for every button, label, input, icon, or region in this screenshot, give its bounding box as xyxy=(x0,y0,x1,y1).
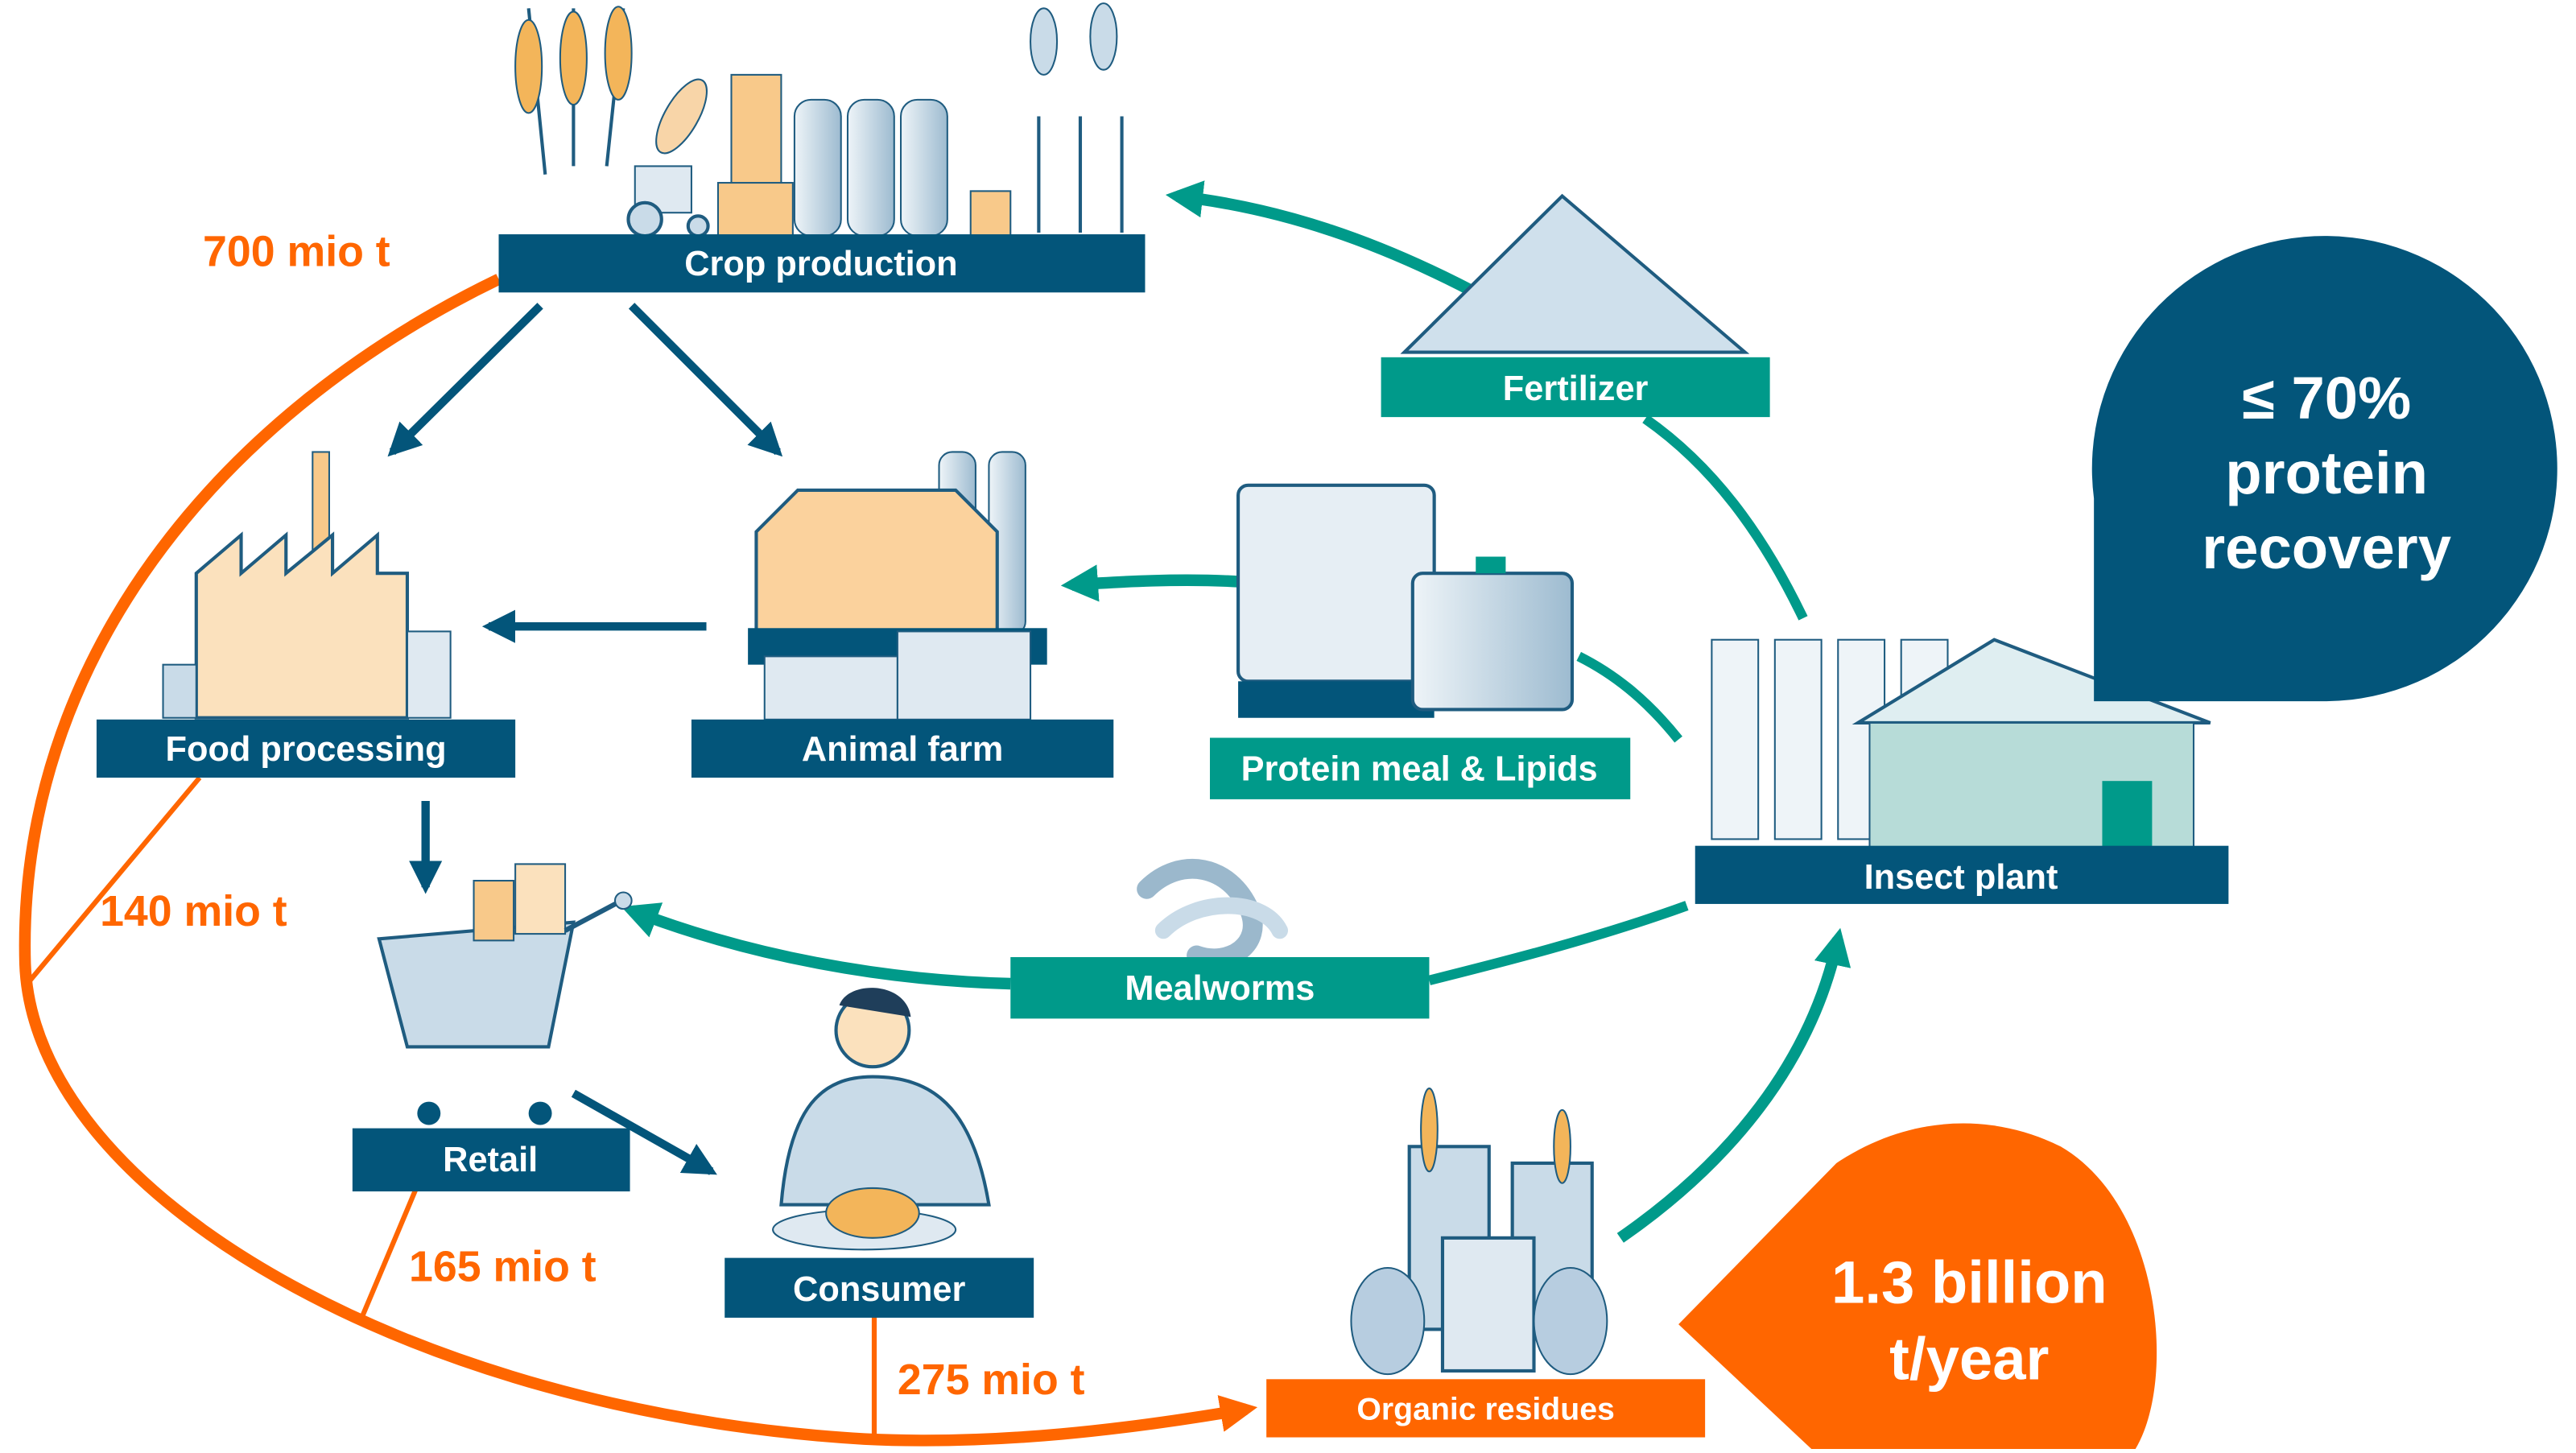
node-animal-farm[interactable]: Animal farm xyxy=(691,719,1114,778)
waste-loop-arc xyxy=(19,274,1258,1447)
protein-meal-label: Protein meal & Lipids xyxy=(1241,750,1598,789)
consumer-label: Consumer xyxy=(793,1270,965,1309)
wheat-icon xyxy=(514,6,633,175)
factory-illustration xyxy=(162,451,452,720)
arrow-mealworms-to-retail xyxy=(621,902,1011,990)
protein-recovery-line3: recovery xyxy=(2202,514,2451,581)
protein-recovery-callout: ≤ 70% protein recovery xyxy=(2091,236,2557,702)
total-waste-line1: 1.3 billion xyxy=(1831,1249,2107,1315)
arrow-retail-to-consumer xyxy=(571,1089,717,1175)
arrow-insect-plant-to-fertilizer xyxy=(1642,415,1808,621)
food-chain-arrows xyxy=(387,303,783,1175)
crop-production-label: Crop production xyxy=(684,245,957,283)
silo-icon xyxy=(716,73,1012,237)
retail-label: Retail xyxy=(443,1141,538,1179)
crop-field-silo-illustration xyxy=(514,2,1124,238)
node-fertilizer[interactable]: Fertilizer xyxy=(1381,357,1770,418)
shopping-cart-illustration xyxy=(377,863,633,1125)
node-crop-production[interactable]: Crop production xyxy=(498,234,1146,293)
organic-residues-label: Organic residues xyxy=(1356,1391,1614,1426)
trash-bins-illustration xyxy=(1350,1088,1608,1376)
man-eating-illustration xyxy=(772,988,991,1251)
waste-flow-lines xyxy=(19,274,1258,1447)
animal-farm-label: Animal farm xyxy=(802,730,1003,769)
arrow-crop-to-food-processing xyxy=(387,303,543,457)
arrow-protein-to-animal-farm xyxy=(1060,564,1239,602)
protein-recovery-line2: protein xyxy=(2225,440,2428,506)
sacks-and-tank-illustration xyxy=(1236,483,1575,718)
arrow-insect-plant-to-protein xyxy=(1576,651,1682,743)
node-food-processing[interactable]: Food processing xyxy=(96,719,516,778)
total-waste-line2: t/year xyxy=(1889,1325,2049,1392)
node-mealworms[interactable]: Mealworms xyxy=(1010,956,1430,1019)
node-protein-meal[interactable]: Protein meal & Lipids xyxy=(1209,737,1631,799)
recovery-arrows xyxy=(621,180,1852,1243)
waste-label-food-processing: 140 mio t xyxy=(100,887,287,935)
arrow-residues-to-insect-plant xyxy=(1616,927,1852,1243)
waste-branch-retail xyxy=(360,1188,419,1318)
insect-plant-label: Insect plant xyxy=(1864,858,2058,897)
tractor-icon xyxy=(626,165,710,238)
waste-label-retail: 165 mio t xyxy=(409,1243,597,1291)
node-organic-residues[interactable]: Organic residues xyxy=(1266,1379,1706,1438)
fertilizer-label: Fertilizer xyxy=(1503,369,1649,408)
total-waste-callout: 1.3 billion t/year xyxy=(1678,1123,2157,1449)
food-processing-label: Food processing xyxy=(166,730,447,769)
barn-chicken-fish-illustration xyxy=(748,451,1047,720)
mealworms-label: Mealworms xyxy=(1125,969,1315,1008)
node-insect-plant[interactable]: Insect plant xyxy=(1695,845,2229,904)
arrow-fertilizer-to-crop xyxy=(1165,180,1491,304)
fertilizer-pile-illustration xyxy=(1400,193,1750,354)
protein-recovery-line1: ≤ 70% xyxy=(2242,365,2411,431)
waste-label-crop: 700 mio t xyxy=(203,227,390,275)
corn-icon xyxy=(1030,2,1124,233)
node-consumer[interactable]: Consumer xyxy=(724,1257,1034,1318)
node-retail[interactable]: Retail xyxy=(352,1128,630,1192)
arrow-insect-plant-to-mealworms xyxy=(1427,901,1689,985)
waste-branch-food-processing xyxy=(28,776,202,982)
arrow-crop-to-animal-farm xyxy=(628,303,783,457)
waste-label-consumer: 275 mio t xyxy=(898,1356,1085,1404)
mealworms-illustration xyxy=(1137,859,1288,969)
soybean-icon xyxy=(655,78,708,155)
